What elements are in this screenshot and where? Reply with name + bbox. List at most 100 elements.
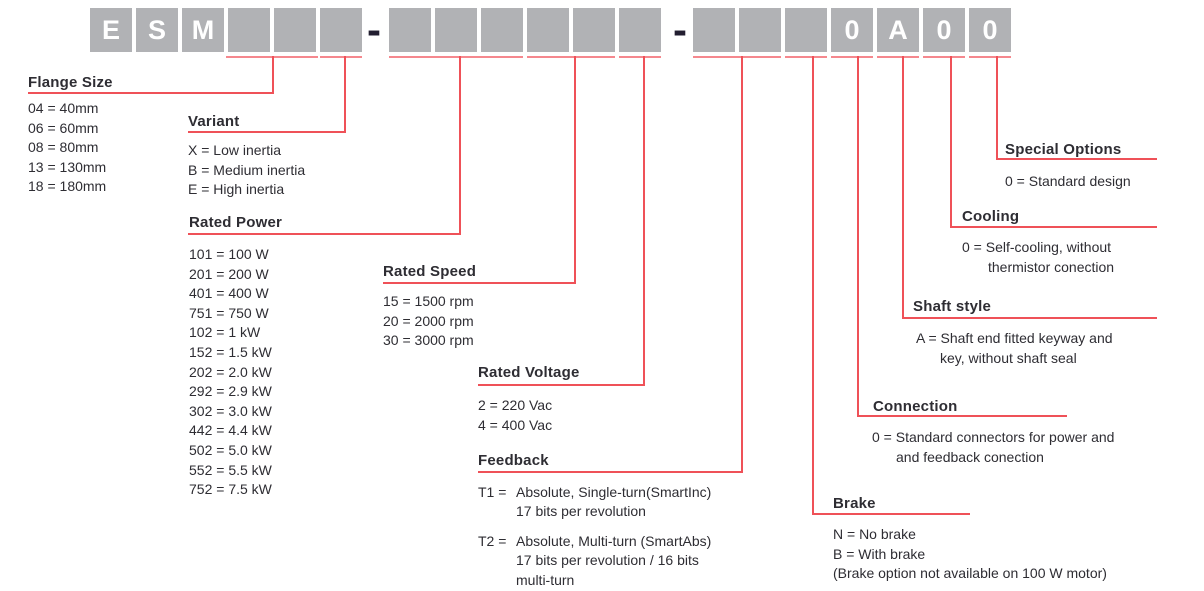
feedback-label: Feedback: [478, 452, 549, 469]
feedback-code: T1 =: [478, 484, 507, 500]
rated-voltage-label-underline: [478, 384, 645, 386]
shaft-style-box-underline: [877, 56, 919, 58]
rated-power-box-underline: [389, 56, 523, 58]
rated-voltage-box-underline: [619, 56, 661, 58]
cooling-label-underline: [950, 226, 1157, 228]
code-box-11: [619, 8, 661, 52]
variant-connector: [344, 56, 346, 133]
rated-speed-option: 30 = 3000 rpm: [383, 332, 474, 349]
variant-option: X = Low inertia: [188, 142, 281, 158]
code-box-16: A: [877, 8, 919, 52]
feedback-description: Absolute, Single-turn(SmartInc) 17 bits …: [516, 484, 712, 520]
brake-option: N = No brake: [833, 526, 916, 542]
rated-speed-option: 20 = 2000 rpm: [383, 312, 474, 329]
rated-power-option: 201 = 200 W: [189, 265, 269, 282]
special-options-box-underline: [969, 56, 1011, 58]
flange-size-connector: [272, 56, 274, 94]
brake-options: N = No brake B = With brake (Brake optio…: [833, 525, 1107, 584]
variant-option: B = Medium inertia: [188, 161, 306, 178]
rated-voltage-options: 2 = 220 Vac 4 = 400 Vac: [478, 396, 552, 435]
cooling-box-underline: [923, 56, 965, 58]
flange-size-option: 13 = 130mm: [28, 158, 107, 175]
rated-power-option: 292 = 2.9 kW: [189, 383, 272, 400]
variant-option: E = High inertia: [188, 181, 285, 198]
code-box-3: [228, 8, 270, 52]
rated-power-option: 552 = 5.5 kW: [189, 461, 272, 478]
code-box-10: [573, 8, 615, 52]
shaft-style-label-underline: [902, 317, 1157, 319]
rated-power-option: 102 = 1 kW: [189, 324, 261, 341]
brake-connector: [812, 56, 814, 515]
code-box-6: [389, 8, 431, 52]
rated-power-label-underline: [188, 233, 461, 235]
variant-label-underline: [188, 131, 346, 133]
rated-power-label: Rated Power: [189, 214, 283, 231]
rated-voltage-option: 4 = 400 Vac: [478, 416, 553, 433]
brake-option: B = With brake: [833, 545, 926, 562]
feedback-option-t1: T1 = Absolute, Single-turn(SmartInc) 17 …: [478, 483, 711, 522]
feedback-options: T1 = Absolute, Single-turn(SmartInc) 17 …: [478, 483, 711, 590]
feedback-box-underline: [693, 56, 781, 58]
flange-size-option: 08 = 80mm: [28, 139, 99, 156]
rated-speed-option: 15 = 1500 rpm: [383, 293, 474, 309]
rated-voltage-option: 2 = 220 Vac: [478, 397, 553, 413]
dash-separator-1: -: [367, 6, 381, 53]
rated-power-option: 101 = 100 W: [189, 246, 269, 262]
code-box-9: [527, 8, 569, 52]
connection-description: 0 = Standard connectors for power and an…: [872, 429, 1115, 465]
code-box-2: M: [182, 8, 224, 52]
rated-power-option: 401 = 400 W: [189, 285, 269, 302]
feedback-description: Absolute, Multi-turn (SmartAbs) 17 bits …: [516, 532, 712, 588]
code-box-15: 0: [831, 8, 873, 52]
connection-label-underline: [857, 415, 1067, 417]
rated-power-option: 751 = 750 W: [189, 304, 269, 321]
code-box-1: S: [136, 8, 178, 52]
flange-size-label-underline: [28, 92, 274, 94]
code-box-8: [481, 8, 523, 52]
code-box-13: [739, 8, 781, 52]
brake-box-underline: [785, 56, 827, 58]
rated-power-option: 502 = 5.0 kW: [189, 441, 272, 458]
feedback-code: T2 =: [478, 532, 507, 549]
rated-power-option: 202 = 2.0 kW: [189, 363, 272, 380]
cooling-description: 0 = Self-cooling, without thermistor con…: [962, 239, 1115, 275]
brake-label-underline: [812, 513, 970, 515]
special-options-label: Special Options: [1005, 141, 1122, 158]
rated-power-option: 442 = 4.4 kW: [189, 422, 272, 439]
rated-power-options: 101 = 100 W 201 = 200 W 401 = 400 W 751 …: [189, 245, 272, 500]
connection-connector: [857, 56, 859, 417]
feedback-label-underline: [478, 471, 743, 473]
rated-power-option: 152 = 1.5 kW: [189, 343, 272, 360]
feedback-option-t2: T2 = Absolute, Multi-turn (SmartAbs) 17 …: [478, 532, 711, 590]
code-box-5: [320, 8, 362, 52]
rated-voltage-connector: [643, 56, 645, 386]
flange-size-label: Flange Size: [28, 74, 113, 91]
code-box-14: [785, 8, 827, 52]
rated-speed-options: 15 = 1500 rpm 20 = 2000 rpm 30 = 3000 rp…: [383, 292, 474, 351]
code-box-12: [693, 8, 735, 52]
connection-label: Connection: [873, 398, 958, 415]
code-box-18: 0: [969, 8, 1011, 52]
feedback-connector: [741, 56, 743, 473]
brake-label: Brake: [833, 495, 876, 512]
rated-speed-label-underline: [383, 282, 576, 284]
code-box-17: 0: [923, 8, 965, 52]
rated-power-option: 302 = 3.0 kW: [189, 402, 272, 419]
brake-note: (Brake option not available on 100 W mot…: [833, 565, 1107, 582]
connection-box-underline: [831, 56, 873, 58]
rated-speed-box-underline: [527, 56, 615, 58]
variant-label: Variant: [188, 113, 240, 130]
variant-box-underline: [320, 56, 362, 58]
variant-options: X = Low inertia B = Medium inertia E = H…: [188, 141, 305, 200]
rated-power-option: 752 = 7.5 kW: [189, 481, 272, 498]
shaft-style-connector: [902, 56, 904, 319]
special-options-connector: [996, 56, 998, 160]
flange-size-option: 04 = 40mm: [28, 100, 99, 116]
flange-size-option: 18 = 180mm: [28, 178, 107, 195]
shaft-style-description: A = Shaft end fitted keyway and key, wit…: [916, 330, 1113, 366]
code-box-7: [435, 8, 477, 52]
code-box-0: E: [90, 8, 132, 52]
special-options-description: 0 = Standard design: [1005, 173, 1131, 189]
cooling-connector: [950, 56, 952, 228]
